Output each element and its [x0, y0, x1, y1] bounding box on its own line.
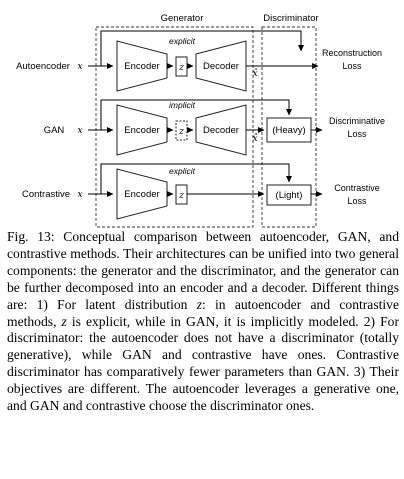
decoder-label-gan: Decoder	[203, 125, 239, 136]
encoder-block-contrastive	[116, 168, 168, 220]
latent-z-contrastive: z	[178, 190, 185, 201]
contrastive-row: Contrastive x Encoder explicit z (Light)…	[22, 163, 380, 220]
loss-label-line2-contrastive: Loss	[347, 196, 367, 206]
loss-label-line2-gan: Loss	[347, 129, 367, 139]
encoder-label-contrastive: Encoder	[124, 189, 159, 200]
encoder-label-autoencoder: Encoder	[124, 61, 159, 72]
caption-latent-symbol-1: z	[196, 296, 202, 312]
latent-z-autoencoder: z	[178, 62, 185, 73]
input-x-contrastive: x	[77, 189, 83, 200]
decoder-block-autoencoder	[195, 40, 247, 92]
caption-text-part1: Fig. 13: Conceptual comparison between a…	[7, 229, 399, 312]
architecture-comparison-diagram: Generator Discriminator Autoencoder x En…	[0, 0, 404, 230]
output-xhat-autoencoder: x̂	[252, 68, 258, 79]
arrow-input-to-reconstruction-autoencoder	[100, 30, 304, 66]
decoder-label-autoencoder: Decoder	[203, 61, 239, 72]
latent-box-gan	[175, 120, 188, 141]
latent-note-autoencoder: explicit	[169, 36, 196, 46]
loss-label-line1-contrastive: Contrastive	[334, 183, 380, 193]
arrow-input-to-discriminator-gan	[100, 99, 292, 130]
discriminator-header: Discriminator	[263, 13, 318, 24]
input-x-autoencoder: x	[77, 61, 83, 72]
caption-latent-symbol-2: z	[61, 313, 67, 329]
encoder-block-gan	[116, 104, 168, 156]
caption-text-part3: is explicit, while in GAN, it is implici…	[7, 313, 399, 414]
discriminator-label-light: (Light)	[276, 190, 303, 201]
row-label-gan: GAN	[44, 125, 65, 136]
caption-text-part2: : in autoencoder and contrastive methods…	[7, 296, 399, 329]
loss-label-line1-gan: Discriminative	[329, 116, 385, 126]
decoder-block-gan	[195, 104, 247, 156]
gan-row: GAN x Encoder implicit z Decoder x̂ (Hea…	[44, 99, 385, 156]
loss-label-line2-autoencoder: Loss	[342, 61, 362, 71]
encoder-label-gan: Encoder	[124, 125, 159, 136]
row-label-autoencoder: Autoencoder	[16, 61, 70, 72]
discriminator-label-heavy: (Heavy)	[272, 125, 305, 136]
encoder-block-autoencoder	[116, 40, 168, 92]
latent-z-gan: z	[178, 126, 185, 137]
discriminator-block-heavy	[266, 117, 312, 143]
generator-frame	[95, 26, 254, 228]
autoencoder-row: Autoencoder x Encoder explicit z Decoder…	[16, 30, 382, 92]
latent-note-gan: implicit	[169, 100, 196, 110]
loss-label-line1-autoencoder: Reconstruction	[322, 48, 382, 58]
discriminator-block-light	[266, 184, 312, 206]
latent-note-contrastive: explicit	[169, 166, 196, 176]
input-x-gan: x	[77, 125, 83, 136]
row-label-contrastive: Contrastive	[22, 189, 70, 200]
figure-caption: Fig. 13: Conceptual comparison between a…	[7, 229, 399, 415]
arrow-input-to-discriminator-contrastive	[100, 163, 292, 194]
output-xhat-gan: x̂	[252, 133, 258, 144]
generator-header: Generator	[161, 13, 204, 24]
